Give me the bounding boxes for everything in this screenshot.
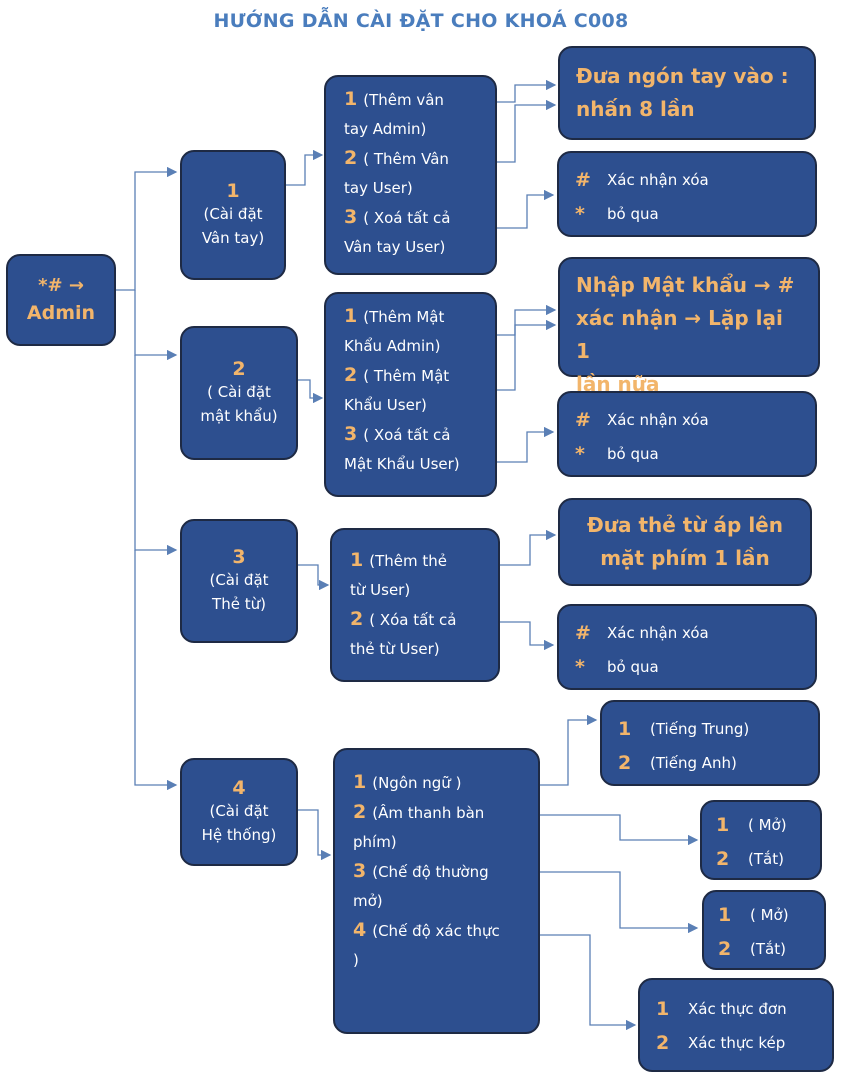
hash-symbol: # [575, 169, 591, 191]
page-title: HƯỚNG DẪN CÀI ĐẶT CHO KHOÁ C008 [213, 10, 629, 32]
submenu-item: tay User) [344, 179, 413, 197]
submenu-item: 1(Thêm Mật [344, 305, 445, 327]
fingerprint-confirm-box: #Xác nhận xóa *bỏ qua [557, 151, 817, 237]
submenu-item: phím) [353, 833, 397, 851]
hash-symbol: # [575, 622, 591, 644]
skip-row: *bỏ qua [575, 197, 799, 231]
submenu-item: 2(Âm thanh bàn [353, 801, 485, 823]
submenu-item: Vân tay User) [344, 238, 446, 256]
password-instruction-box: Nhập Mật khẩu → # xác nhận → Lặp lại 1 l… [558, 257, 820, 396]
normal-open-options-box: 1( Mở) 2(Tắt) [702, 890, 826, 970]
fingerprint-submenu-box: 1(Thêm vân tay Admin) 2( Thêm Vân tay Us… [324, 75, 497, 275]
skip-row: *bỏ qua [575, 437, 799, 471]
submenu-item: 3( Xoá tất cả [344, 423, 451, 445]
language-options-box: 1(Tiếng Trung) 2(Tiếng Anh) [600, 700, 820, 786]
submenu-item: 1(Thêm thẻ [350, 549, 447, 571]
category-number: 1 [226, 180, 240, 202]
category-label: Thẻ từ) [212, 595, 266, 613]
category-password-box: 2 ( Cài đặt mật khẩu) [180, 326, 298, 460]
submenu-item: mở) [353, 892, 383, 910]
category-label: (Cài đặt [209, 802, 269, 820]
instruction-line: nhấn 8 lần [576, 97, 695, 121]
submenu-item: thẻ từ User) [350, 640, 440, 658]
password-submenu-box: 1(Thêm Mật Khẩu Admin) 2( Thêm Mật Khẩu … [324, 292, 497, 497]
option-row: 1( Mở) [718, 904, 789, 926]
root-symbol: *# → [38, 275, 84, 296]
category-system-box: 4 (Cài đặt Hệ thống) [180, 758, 298, 866]
star-symbol: * [575, 203, 585, 225]
system-submenu-box: 1(Ngôn ngữ ) 2(Âm thanh bàn phím) 3(Chế … [333, 748, 540, 1034]
star-symbol: * [575, 656, 585, 678]
card-submenu-box: 1(Thêm thẻ từ User) 2( Xóa tất cả thẻ từ… [330, 528, 500, 682]
category-label: mật khẩu) [200, 407, 278, 425]
submenu-item: 3( Xoá tất cả [344, 206, 451, 228]
option-row: 2(Tắt) [718, 938, 786, 960]
option-row: 2(Tiếng Anh) [618, 752, 737, 774]
category-label: Hệ thống) [201, 826, 277, 844]
option-row: 2(Tắt) [716, 848, 784, 870]
submenu-item: 2( Xóa tất cả [350, 608, 457, 630]
fingerprint-instruction-box: Đưa ngón tay vào : nhấn 8 lần [558, 46, 816, 140]
keypad-sound-options-box: 1( Mở) 2(Tắt) [700, 800, 822, 880]
submenu-item: từ User) [350, 581, 411, 599]
card-instruction-box: Đưa thẻ từ áp lên mặt phím 1 lần [558, 498, 812, 586]
category-card-box: 3 (Cài đặt Thẻ từ) [180, 519, 298, 643]
confirm-row: #Xác nhận xóa [575, 616, 799, 650]
submenu-item: Khẩu Admin) [344, 337, 441, 355]
category-number: 4 [232, 777, 246, 799]
submenu-item: Khẩu User) [344, 396, 427, 414]
submenu-item: 4(Chế độ xác thực [353, 919, 500, 941]
category-label: (Cài đặt [209, 571, 269, 589]
star-symbol: * [575, 443, 585, 465]
option-row: 1( Mở) [716, 814, 787, 836]
category-number: 3 [232, 546, 246, 568]
option-row: 1(Tiếng Trung) [618, 718, 750, 740]
submenu-item: 2( Thêm Mật [344, 364, 450, 386]
submenu-item: 2( Thêm Vân [344, 147, 449, 169]
instruction-line: mặt phím 1 lần [600, 546, 770, 570]
confirm-row: #Xác nhận xóa [575, 403, 799, 437]
category-label: ( Cài đặt [207, 383, 271, 401]
submenu-item: 1(Ngôn ngữ ) [353, 771, 462, 793]
card-confirm-box: #Xác nhận xóa *bỏ qua [557, 604, 817, 690]
root-label: Admin [26, 302, 96, 324]
category-fingerprint-box: 1 (Cài đặt Vân tay) [180, 150, 286, 280]
hash-symbol: # [575, 409, 591, 431]
submenu-item: 1(Thêm vân [344, 88, 444, 110]
instruction-line: Đưa ngón tay vào : [576, 64, 789, 88]
category-label: (Cài đặt [203, 205, 263, 223]
confirm-row: #Xác nhận xóa [575, 163, 799, 197]
submenu-item: ) [353, 951, 359, 969]
instruction-line: Nhập Mật khẩu → # [576, 273, 795, 297]
instruction-line: Đưa thẻ từ áp lên [587, 513, 783, 537]
submenu-item: Mật Khẩu User) [344, 455, 460, 473]
instruction-line: xác nhận → Lặp lại 1 [576, 306, 783, 363]
category-label: Vân tay) [201, 229, 265, 247]
password-confirm-box: #Xác nhận xóa *bỏ qua [557, 391, 817, 477]
submenu-item: tay Admin) [344, 120, 427, 138]
skip-row: *bỏ qua [575, 650, 799, 684]
category-number: 2 [232, 358, 246, 380]
submenu-item: 3(Chế độ thường [353, 860, 489, 882]
root-admin-box: *# → Admin [6, 254, 116, 346]
